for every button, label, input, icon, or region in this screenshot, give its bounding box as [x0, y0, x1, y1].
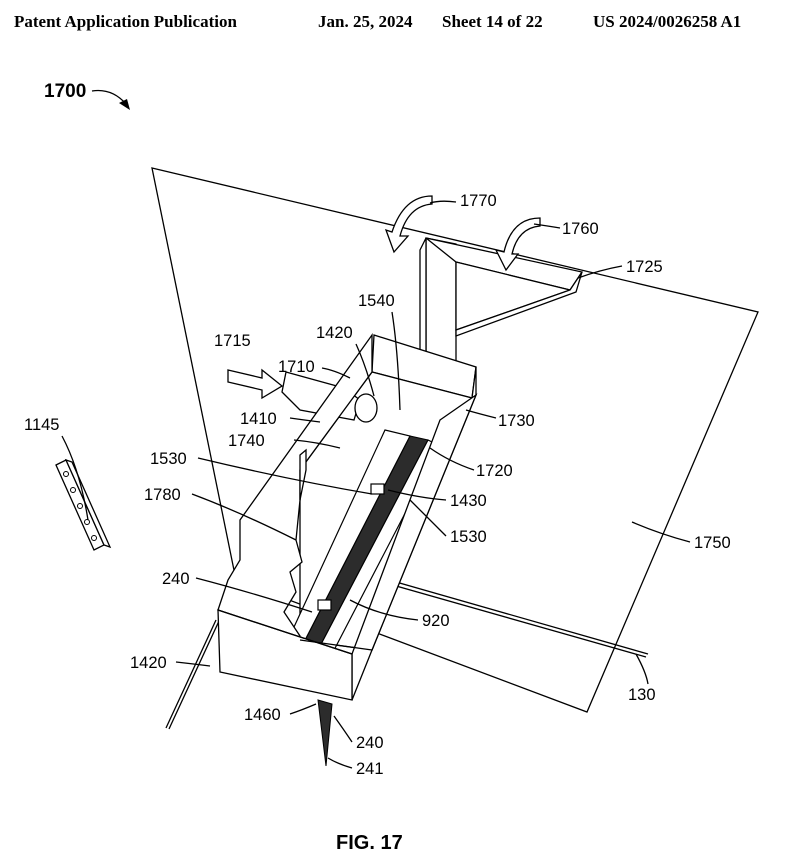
blade-241 [317, 699, 333, 767]
figure-reference: 1700 [44, 81, 86, 102]
page-header: Patent Application Publication Jan. 25, … [0, 12, 796, 36]
label-920: 920 [422, 612, 450, 630]
label-241: 241 [356, 760, 384, 778]
label-1530-right: 1530 [450, 528, 487, 546]
figure-caption: FIG. 17 [336, 832, 403, 854]
block-1530-lower [317, 599, 332, 611]
reference-arrow [91, 89, 127, 105]
label-1780: 1780 [144, 486, 181, 504]
sheet-number: Sheet 14 of 22 [442, 12, 543, 31]
input-arrow-1715 [227, 368, 284, 400]
label-1730: 1730 [498, 412, 535, 430]
label-1420-bottom: 1420 [130, 654, 167, 672]
label-1530-left: 1530 [150, 450, 187, 468]
label-1740: 1740 [228, 432, 265, 450]
label-1430: 1430 [450, 492, 487, 510]
label-1145: 1145 [24, 416, 59, 434]
strip-1145 [55, 458, 112, 551]
label-1760: 1760 [562, 220, 599, 238]
publication-title: Patent Application Publication [14, 12, 237, 31]
publication-number: US 2024/0026258 A1 [593, 12, 742, 31]
arrow-1760 [494, 217, 541, 272]
publication-date: Jan. 25, 2024 [318, 12, 413, 31]
reference-arrowhead [119, 99, 130, 110]
label-130: 130 [628, 686, 656, 704]
label-1460: 1460 [244, 706, 281, 724]
label-1750: 1750 [694, 534, 731, 552]
label-1420-top: 1420 [316, 324, 353, 342]
label-1410: 1410 [240, 410, 277, 428]
label-1720: 1720 [476, 462, 513, 480]
label-1540: 1540 [358, 292, 395, 310]
leader-lines [61, 200, 691, 769]
block-1530-upper [370, 483, 385, 495]
wire-1420 [165, 619, 217, 729]
roller-1410 [354, 393, 378, 423]
box-right-wall [351, 393, 478, 701]
label-1710: 1710 [278, 358, 315, 376]
label-1715: 1715 [214, 332, 251, 350]
label-240-upper: 240 [162, 570, 190, 588]
arrow-1770 [384, 195, 433, 254]
label-240-lower: 240 [356, 734, 384, 752]
label-1725: 1725 [626, 258, 663, 276]
label-1770: 1770 [460, 192, 497, 210]
rod-130 [374, 575, 649, 655]
